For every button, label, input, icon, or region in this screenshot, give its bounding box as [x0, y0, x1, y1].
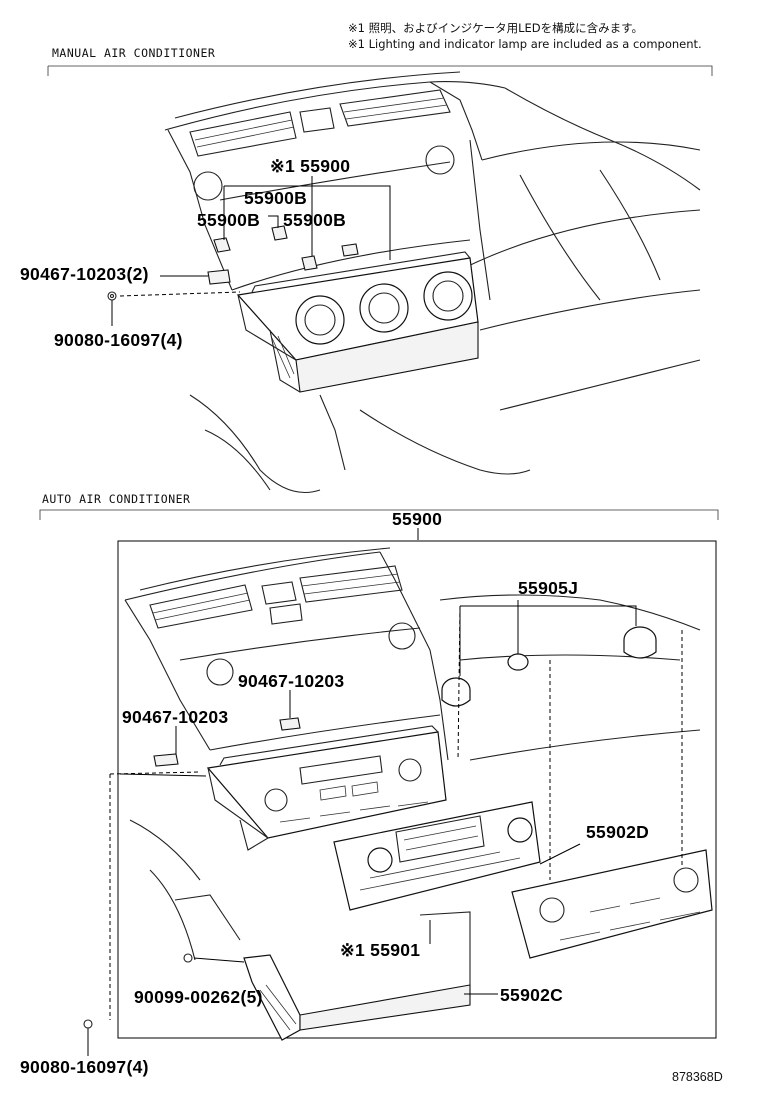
manual-leader-lines [111, 176, 391, 326]
part-label-auto-main: 55900 [392, 509, 443, 529]
part-label-screw-small: 90099-00262(5) [134, 987, 263, 1007]
auto-leader-lines [87, 600, 683, 1056]
part-label-control-unit: ※1 55901 [340, 940, 421, 960]
part-label-manual-clip: 90467-10203(2) [20, 264, 149, 284]
section-title-auto: AUTO AIR CONDITIONER [42, 492, 191, 506]
auto-dashboard-outline [124, 547, 701, 961]
part-label-55900b-top: 55900B [244, 188, 308, 208]
part-label-clip-upper: 90467-10203 [238, 671, 345, 691]
part-label-55900b-left: 55900B [197, 210, 261, 230]
auto-climate-panel [206, 725, 447, 851]
note-japanese: ※1 照明、およびインジケータ用LEDを構成に含みます。 [348, 21, 643, 35]
part-label-front-panel: 55902D [586, 822, 650, 842]
section-title-manual: MANUAL AIR CONDITIONER [52, 46, 216, 60]
part-label-bezel: 55902C [500, 985, 564, 1005]
note-english: ※1 Lighting and indicator lamp are inclu… [348, 37, 702, 51]
part-label-55900b-right: 55900B [283, 210, 347, 230]
auto-assembly-box [117, 540, 717, 1039]
auto-section-bracket [39, 509, 719, 520]
auto-bezel [243, 911, 471, 1041]
part-label-knobs: 55905J [518, 578, 579, 598]
part-label-screw-main: 90080-16097(4) [20, 1057, 149, 1077]
auto-knobs [441, 626, 657, 707]
part-label-clip-lower: 90467-10203 [122, 707, 229, 727]
figure-code: 878368D [672, 1070, 723, 1084]
manual-section-bracket [47, 65, 713, 76]
auto-control-unit [333, 801, 541, 911]
manual-dashboard-outline [164, 71, 701, 494]
manual-climate-panel [236, 251, 479, 393]
auto-front-panel [511, 849, 713, 959]
manual-small-parts [107, 225, 359, 301]
part-label-manual-main: ※1 55900 [270, 156, 351, 176]
part-label-manual-screw: 90080-16097(4) [54, 330, 183, 350]
